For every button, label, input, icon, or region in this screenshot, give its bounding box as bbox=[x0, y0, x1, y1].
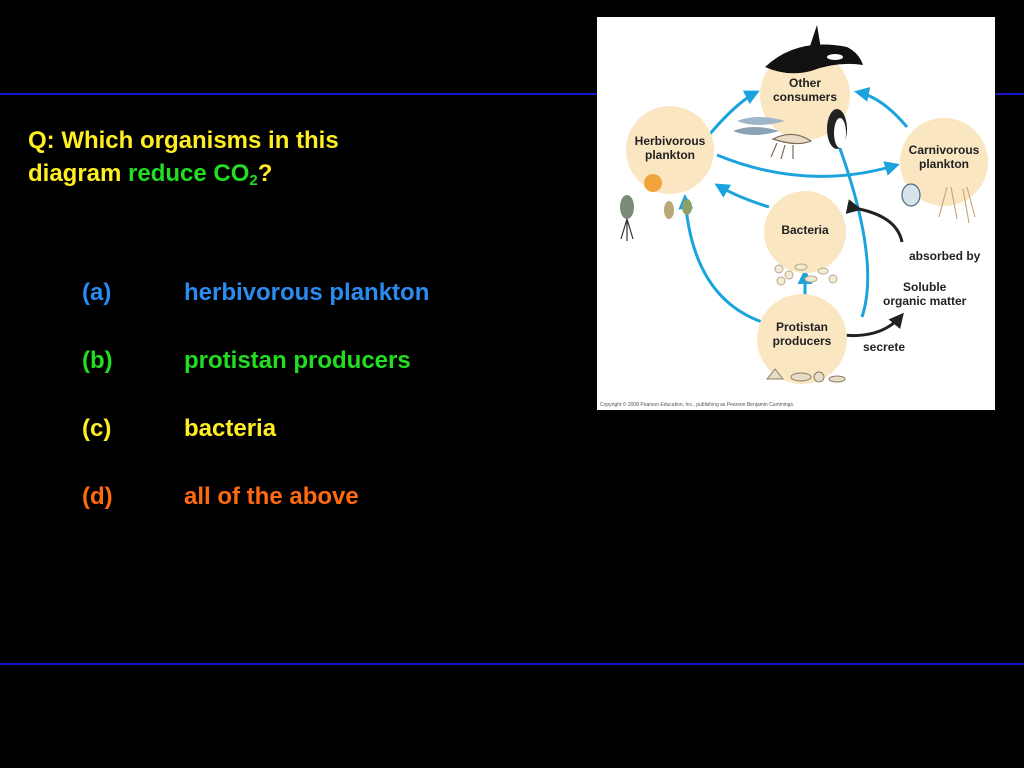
answer-letter: (d) bbox=[82, 483, 113, 510]
orca-icon bbox=[765, 25, 863, 74]
arrow-carnivorous-to-other bbox=[854, 87, 909, 128]
spacer bbox=[707, 72, 727, 117]
svg-text:plankton: plankton bbox=[919, 157, 969, 171]
svg-text:producers: producers bbox=[773, 334, 832, 348]
node-carnivorous-plankton: Carnivorous plankton bbox=[900, 118, 988, 206]
svg-text:Carnivorous: Carnivorous bbox=[909, 143, 980, 157]
answer-letter: (c) bbox=[82, 415, 112, 442]
bottom-divider bbox=[0, 663, 1024, 665]
secrete-label: secrete bbox=[863, 340, 905, 354]
food-web-diagram: Other consumers Herbivorous plankton Car… bbox=[600, 25, 988, 408]
svg-text:consumers: consumers bbox=[773, 90, 837, 104]
organic-matter-label: organic matter bbox=[883, 294, 967, 308]
arrow-protistan-to-other bbox=[829, 124, 870, 318]
shrimp-icon bbox=[770, 133, 813, 160]
answer-text: bacteria bbox=[184, 415, 277, 442]
copyright-text: Copyright © 2008 Pearson Education, Inc.… bbox=[600, 401, 794, 408]
penguin-icon bbox=[827, 109, 847, 149]
food-web-figure: Other consumers Herbivorous plankton Car… bbox=[597, 17, 995, 410]
svg-text:Other: Other bbox=[789, 76, 821, 90]
protists-icon bbox=[765, 368, 846, 383]
soluble-label: Soluble bbox=[903, 280, 947, 294]
node-other-consumers: Other consumers bbox=[760, 50, 850, 140]
arrow-herbivorous-to-carnivorous bbox=[716, 153, 900, 178]
absorbed-by-label: absorbed by bbox=[909, 249, 981, 263]
svg-text:plankton: plankton bbox=[645, 148, 695, 162]
svg-text:Herbivorous: Herbivorous bbox=[635, 134, 706, 148]
arrow-protistan-to-herbivorous bbox=[678, 194, 763, 324]
herbivorous-plankton-organisms-icon bbox=[620, 174, 692, 241]
question-line2-start: diagram bbox=[28, 160, 129, 187]
node-protistan-producers: Protistan producers bbox=[757, 294, 847, 384]
question-highlight: reduce CO2 bbox=[128, 160, 258, 189]
question-text: Q: Which organisms in this diagram reduc… bbox=[28, 124, 448, 190]
question-suffix: ? bbox=[257, 160, 273, 187]
answer-text: all of the above bbox=[184, 483, 359, 510]
svg-text:Protistan: Protistan bbox=[776, 320, 828, 334]
top-divider bbox=[0, 93, 1024, 95]
carnivorous-plankton-organisms-icon bbox=[901, 183, 976, 224]
svg-text:Bacteria: Bacteria bbox=[781, 223, 829, 237]
fish-icon bbox=[733, 117, 785, 135]
answer-text: herbivorous plankton bbox=[184, 279, 430, 306]
answer-text: protistan producers bbox=[184, 347, 411, 374]
arrow-secrete bbox=[841, 312, 904, 338]
answer-letter: (a) bbox=[82, 279, 112, 306]
answer-letter: (b) bbox=[82, 347, 113, 374]
arrow-bacteria-to-herbivorous bbox=[714, 183, 770, 209]
node-herbivorous-plankton: Herbivorous plankton bbox=[626, 106, 714, 194]
arrow-herbivorous-to-other bbox=[707, 90, 760, 136]
bacteria-cells-icon bbox=[774, 263, 838, 286]
node-bacteria: Bacteria bbox=[764, 191, 846, 273]
question-line1: Q: Which organisms in this bbox=[28, 127, 339, 154]
organic-matter-arrows bbox=[841, 199, 904, 338]
arrow-absorbed bbox=[845, 199, 904, 243]
flow-arrows bbox=[678, 72, 909, 324]
